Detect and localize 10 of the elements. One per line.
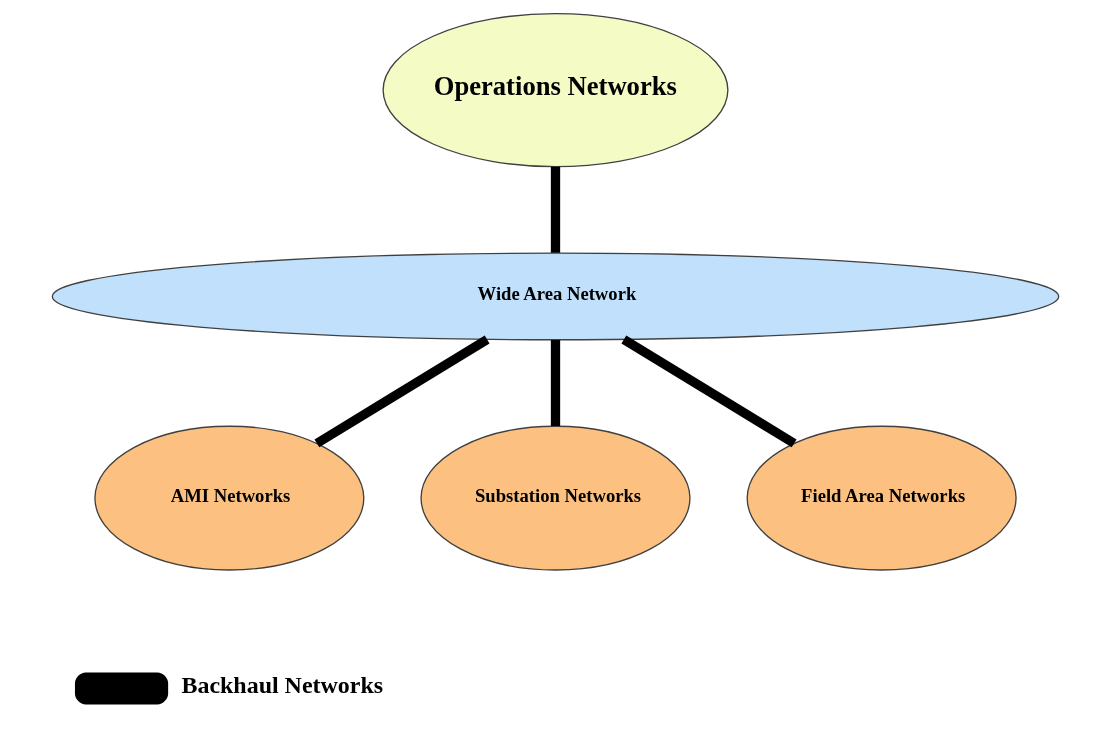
node-ellipse: Field Area Networks [746, 425, 1017, 571]
connector [550, 166, 561, 253]
node-ellipse: AMI Networks [94, 425, 365, 571]
connector [550, 340, 561, 427]
node-ellipse: Operations Networks [382, 12, 729, 168]
connector [314, 335, 490, 448]
legend-label: Backhaul Networks [181, 672, 384, 698]
connector [621, 335, 797, 448]
node-ellipse: Substation Networks [420, 425, 691, 571]
node-ellipse: Wide Area Network [51, 252, 1060, 341]
